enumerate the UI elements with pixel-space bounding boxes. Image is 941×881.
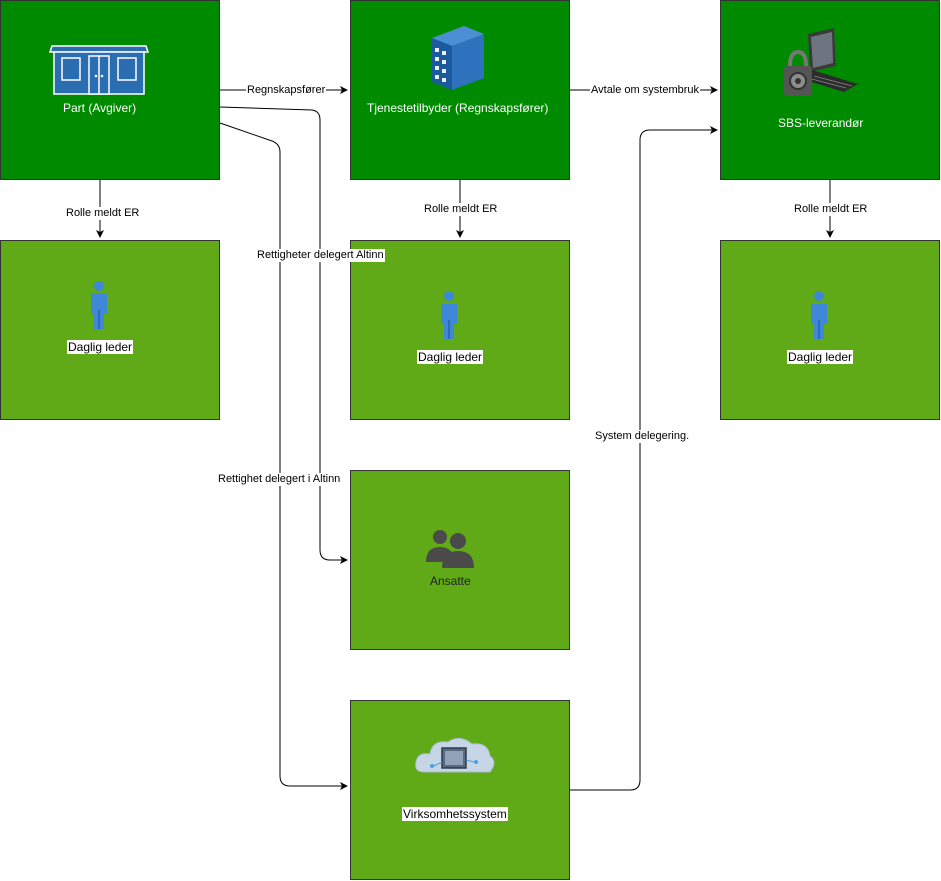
secure-computer-icon [784, 28, 858, 96]
node-label-daglig-leder-1: Daglig leder [67, 340, 134, 354]
node-label-sbs: SBS-leverandør [778, 116, 864, 130]
edge-label-system-delegering: System delegering. [594, 430, 691, 443]
node-label-part: Part (Avgiver) [63, 101, 137, 115]
node-label-daglig-leder-2: Daglig leder [417, 350, 484, 364]
node-daglig-leder-part[interactable] [0, 240, 220, 420]
node-daglig-leder-tjenestetilbyder[interactable] [350, 240, 570, 420]
node-label-virksomhetssystem: Virksomhetssystem [402, 807, 508, 821]
edge-label-rolle-tjenestetilbyder: Rolle meldt ER [423, 203, 499, 216]
person-icon [441, 291, 457, 339]
edge-label-avtale: Avtale om systembruk [590, 84, 701, 97]
node-label-ansatte: Ansatte [430, 574, 471, 588]
edge-label-rettigheter-delegert: Rettigheter delegert Altinn [256, 249, 385, 262]
edge-system-delegering [570, 126, 718, 791]
node-daglig-leder-sbs[interactable] [720, 240, 940, 420]
edge-label-regnskapsforer: Regnskapsfører [246, 84, 327, 97]
edge-label-rolle-part: Rolle meldt ER [65, 207, 141, 220]
node-label-tjenestetilbyder: Tjenestetilbyder (Regnskapsfører) [367, 101, 549, 115]
cloud-system-icon [415, 738, 495, 773]
edge-rettigheter-delegert [219, 106, 348, 564]
edge-rettighet-delegert [219, 122, 348, 790]
person-icon [811, 291, 827, 339]
person-icon [91, 281, 107, 329]
house-icon [48, 45, 150, 95]
building-icon [432, 26, 484, 90]
node-virksomhetssystem[interactable] [350, 700, 570, 880]
edge-label-rolle-sbs: Rolle meldt ER [793, 203, 869, 216]
edge-label-rettighet-delegert: Rettighet delegert i Altinn [217, 473, 342, 486]
node-label-daglig-leder-3: Daglig leder [787, 350, 854, 364]
users-group-icon [426, 530, 474, 568]
